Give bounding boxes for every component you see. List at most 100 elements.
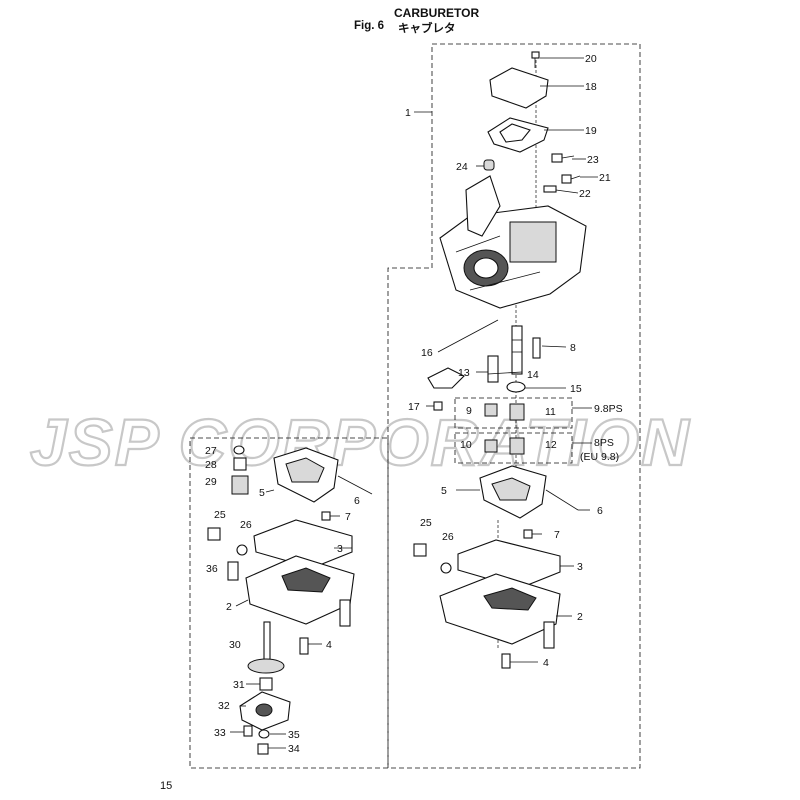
part-drain-screw-25-left xyxy=(207,527,221,541)
leader-lines xyxy=(230,57,598,749)
part-drain-screw-25-right xyxy=(413,543,427,557)
callout-32: 32 xyxy=(218,700,230,712)
callout-10: 10 xyxy=(460,439,472,451)
callout-15: 15 xyxy=(570,383,582,395)
part-pin-6-left xyxy=(337,475,373,495)
part-housing-32 xyxy=(239,691,291,731)
callout-5-right: 5 xyxy=(441,485,447,497)
callout-19: 19 xyxy=(585,125,597,137)
callout-13: 13 xyxy=(458,367,470,379)
variant-box-b xyxy=(454,432,573,464)
callout-3-right: 3 xyxy=(577,561,583,573)
part-jet-11 xyxy=(509,403,525,421)
figure-number: Fig. 6 xyxy=(354,20,385,32)
callout-7-right: 7 xyxy=(554,529,560,541)
part-float-bowl-2-right xyxy=(439,573,561,649)
callout-33: 33 xyxy=(214,727,226,739)
callout-17: 17 xyxy=(408,401,420,413)
watermark-text: JSP CORPORATION xyxy=(30,405,691,479)
callout-16: 16 xyxy=(421,347,433,359)
callout-4-left: 4 xyxy=(326,639,332,651)
part-screw-17 xyxy=(433,401,443,411)
callout-20: 20 xyxy=(585,53,597,65)
callout-8: 8 xyxy=(570,342,576,354)
callout-18: 18 xyxy=(585,81,597,93)
callout-31: 31 xyxy=(233,679,245,691)
callout-6-right: 6 xyxy=(597,505,603,517)
callout-28: 28 xyxy=(205,459,217,471)
part-pin-6-right xyxy=(545,489,579,511)
part-screw-4-left xyxy=(299,637,309,655)
callout-25-left: 25 xyxy=(214,509,226,521)
callout-27: 27 xyxy=(205,445,217,457)
part-screw-7-right xyxy=(523,529,533,539)
part-cap-29 xyxy=(231,475,249,495)
callout-5-left: 5 xyxy=(259,487,265,499)
part-jet-13 xyxy=(487,355,499,383)
figure-title-jp: キャブレタ xyxy=(398,23,456,35)
part-screw-34 xyxy=(257,743,269,755)
part-jet-9 xyxy=(484,403,498,417)
part-main-nozzle-14 xyxy=(511,325,523,375)
part-washer-35 xyxy=(258,729,270,739)
part-spring-22 xyxy=(543,185,557,193)
part-screw-20 xyxy=(531,51,540,68)
callout-25-right: 25 xyxy=(420,517,432,529)
callout-24: 24 xyxy=(456,161,468,173)
callout-12: 12 xyxy=(545,439,557,451)
callout-14: 14 xyxy=(527,369,539,381)
callout-2-right: 2 xyxy=(577,611,583,623)
callout-26-right: 26 xyxy=(442,531,454,543)
part-screw-7-left xyxy=(321,511,331,521)
part-screw-21 xyxy=(561,174,581,184)
part-gasket-3-left xyxy=(253,519,353,569)
part-o-ring-15 xyxy=(506,381,526,393)
part-washer-26-left xyxy=(236,544,248,556)
part-plate-16 xyxy=(427,367,465,389)
part-screw-4-right xyxy=(501,653,511,669)
callout-35: 35 xyxy=(288,729,300,741)
callout-4-right: 4 xyxy=(543,657,549,669)
variant-label-b-sub: (EU 9.8) xyxy=(580,451,619,463)
callout-9: 9 xyxy=(466,405,472,417)
part-float-bowl-2-left xyxy=(245,555,355,627)
part-carburetor-body-1 xyxy=(439,175,587,309)
callout-29: 29 xyxy=(205,476,217,488)
part-float-5-right xyxy=(479,465,547,519)
callout-11: 11 xyxy=(545,406,556,418)
assembly-boundary-left xyxy=(189,437,389,769)
part-screw-23 xyxy=(551,153,575,163)
diagram-title: CARBURETOR xyxy=(394,6,480,20)
callout-21: 21 xyxy=(599,172,611,184)
part-collar-24 xyxy=(483,159,495,171)
variant-label-a: 9.8PS xyxy=(594,403,623,415)
part-washer-26-right xyxy=(440,562,452,574)
variant-label-b: 8PS xyxy=(594,437,614,449)
part-jet-12 xyxy=(509,437,525,455)
callout-3-left: 3 xyxy=(337,543,343,555)
callout-36: 36 xyxy=(206,563,218,575)
part-gasket-19-cutout xyxy=(499,123,531,143)
part-plunger-rod-30 xyxy=(247,621,285,674)
callout-26-left: 26 xyxy=(240,519,252,531)
part-jet-10 xyxy=(484,439,498,453)
callout-22: 22 xyxy=(579,188,591,200)
part-screw-33 xyxy=(243,725,253,737)
part-clip-27 xyxy=(233,445,245,455)
callout-23: 23 xyxy=(587,154,599,166)
part-float-5-left xyxy=(273,447,339,503)
page-number: 15 xyxy=(160,780,173,792)
callout-6-left: 6 xyxy=(354,495,360,507)
variant-box-a xyxy=(454,397,573,429)
part-pilot-screw-8 xyxy=(532,337,541,359)
part-cover-18 xyxy=(489,67,549,109)
part-spring-31 xyxy=(259,677,273,691)
callout-2-left: 2 xyxy=(226,601,232,613)
callout-7-left: 7 xyxy=(345,511,351,523)
part-plunger-28 xyxy=(233,457,247,471)
part-spacer-36 xyxy=(227,561,239,581)
callout-1: 1 xyxy=(405,107,411,119)
callout-30: 30 xyxy=(229,639,241,651)
